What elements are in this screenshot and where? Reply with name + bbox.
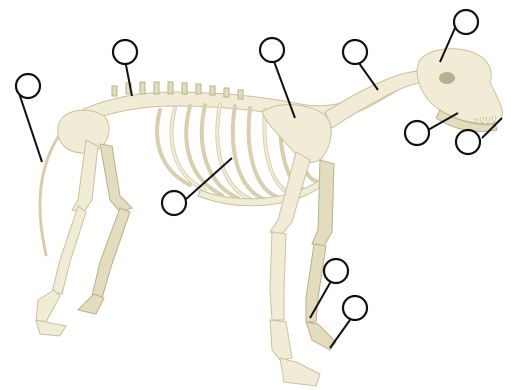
callout-ribs[interactable]	[162, 191, 186, 215]
callout-forelimb-digits[interactable]	[343, 296, 367, 320]
callout-thoracic-vertebrae[interactable]	[113, 40, 137, 64]
callout-skull[interactable]	[454, 10, 478, 34]
callout-tail[interactable]	[16, 74, 40, 98]
skull	[417, 49, 502, 124]
neck-vertebrae	[325, 71, 430, 128]
eye-socket	[439, 72, 455, 84]
callout-scapula[interactable]	[260, 38, 284, 62]
callout-cervical-vertebrae[interactable]	[343, 40, 367, 64]
callout-upper-teeth[interactable]	[456, 130, 480, 154]
callout-mandible[interactable]	[405, 121, 429, 145]
callout-forelimb-carpus[interactable]	[324, 259, 348, 283]
hind-limbs	[36, 140, 132, 336]
